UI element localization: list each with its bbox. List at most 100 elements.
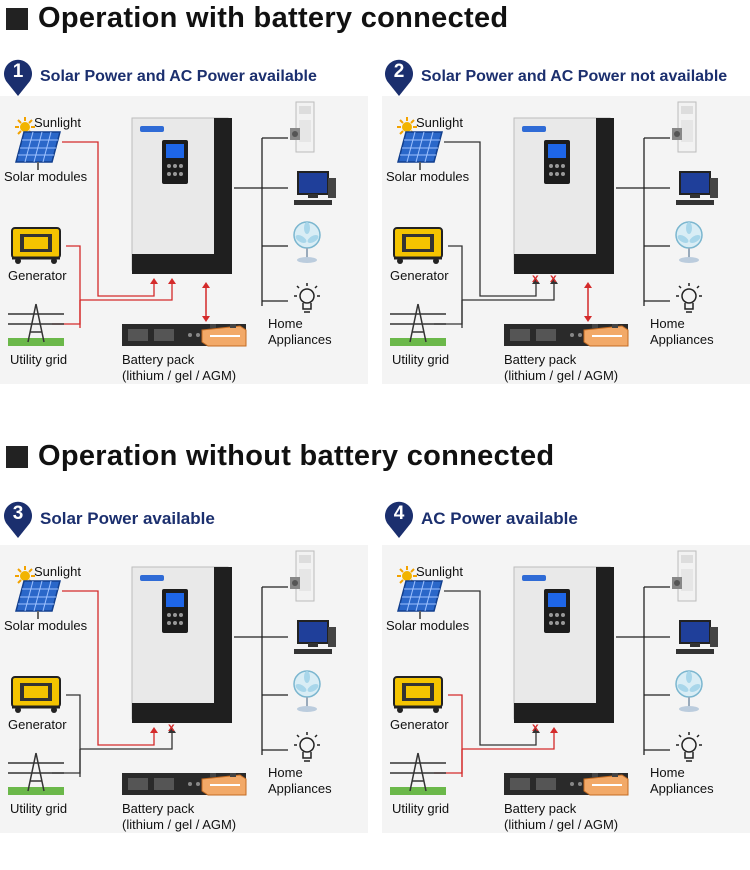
section-title-without-battery: Operation without battery connected (6, 440, 554, 473)
solar-panel-icon (14, 130, 62, 175)
diagram-panel-3: Sunlight Solar modules Generator Utility… (0, 545, 368, 833)
air-conditioner-icon (290, 100, 320, 159)
solar-panel-icon (396, 579, 444, 624)
appliances-label: Appliances (268, 781, 332, 796)
ac-input-wire (80, 282, 173, 301)
cross-mark-icon: x (532, 720, 539, 734)
generator-icon (390, 224, 446, 269)
battery-type-label: (lithium / gel / AGM) (504, 817, 619, 832)
number-badge-icon: 4 (383, 499, 415, 539)
inverter-icon (130, 116, 234, 281)
light-bulb-icon (290, 731, 324, 770)
fan-icon (672, 669, 706, 718)
output-bus-wire (234, 187, 263, 306)
panel-heading-2: 2 Solar Power and AC Power not available (383, 57, 727, 97)
appliances-label: Appliances (650, 332, 714, 347)
ac-input-arrow (168, 278, 176, 284)
generator-wire (66, 694, 81, 777)
battery-icon (200, 773, 248, 802)
fan-icon (290, 220, 324, 269)
generator-icon (390, 673, 446, 718)
output-bus-wire (616, 636, 645, 755)
air-conditioner-icon (672, 549, 702, 608)
cross-mark-icon: x (168, 720, 175, 734)
sunlight-label: Sunlight (416, 564, 463, 579)
battery-arrow-up (584, 282, 592, 288)
battery-arrow-down (584, 316, 592, 322)
computer-icon (290, 619, 336, 660)
solar-input-arrow (150, 727, 158, 733)
generator-label: Generator (8, 268, 67, 283)
home-label: Home (268, 765, 303, 780)
home-label: Home (650, 316, 685, 331)
solar-wire (444, 141, 537, 297)
output-bus-wire (234, 636, 263, 755)
ac-input-arrow (550, 727, 558, 733)
battery-icon (582, 773, 630, 802)
square-bullet-icon (6, 445, 28, 468)
sunlight-label: Sunlight (416, 115, 463, 130)
cross-mark-icon: x (550, 271, 557, 285)
square-bullet-icon (6, 7, 28, 30)
battery-arrow-up (202, 282, 210, 288)
light-bulb-icon (672, 731, 706, 770)
panel-title: Solar Power and AC Power not available (421, 68, 728, 85)
battery-icon (582, 324, 630, 353)
home-label: Home (268, 316, 303, 331)
battery-pack-label: Battery pack (504, 352, 577, 367)
utility-grid-icon (390, 751, 446, 800)
computer-icon (672, 170, 718, 211)
utility-grid-label: Utility grid (392, 352, 450, 367)
generator-wire (448, 245, 463, 328)
ac-input-wire (462, 731, 555, 750)
diagram-panel-2: Sunlight Solar modules Generator Utility… (382, 96, 750, 384)
diagram-panel-1: Sunlight Solar modules Generator Utility… (0, 96, 368, 384)
solar-modules-label: Solar modules (4, 618, 88, 633)
panel-heading-4: 4 AC Power available (383, 499, 578, 539)
utility-grid-label: Utility grid (10, 352, 68, 367)
section-title-text: Operation without battery connected (38, 440, 555, 472)
battery-type-label: (lithium / gel / AGM) (504, 368, 619, 383)
home-label: Home (650, 765, 685, 780)
utility-grid-label: Utility grid (392, 801, 450, 816)
solar-wire (62, 141, 155, 297)
panel-heading-3: 3 Solar Power available (2, 499, 215, 539)
generator-icon (8, 224, 64, 269)
number-badge-icon: 1 (2, 57, 34, 97)
battery-type-label: (lithium / gel / AGM) (122, 817, 237, 832)
solar-input-arrow (532, 278, 540, 284)
inverter-icon (512, 565, 616, 730)
air-conditioner-icon (672, 100, 702, 159)
battery-icon (200, 324, 248, 353)
solar-wire (444, 590, 537, 746)
generator-label: Generator (8, 717, 67, 732)
battery-pack-label: Battery pack (122, 352, 195, 367)
fan-icon (290, 669, 324, 718)
section-title-text: Operation with battery connected (38, 2, 509, 34)
solar-modules-label: Solar modules (386, 169, 470, 184)
battery-pack-label: Battery pack (122, 801, 195, 816)
output-bus-wire (616, 187, 645, 306)
number-badge-icon: 2 (383, 57, 415, 97)
sunlight-label: Sunlight (34, 564, 81, 579)
ac-input-arrow (550, 278, 558, 284)
solar-panel-icon (396, 130, 444, 175)
appliances-label: Appliances (268, 332, 332, 347)
light-bulb-icon (672, 282, 706, 321)
light-bulb-icon (290, 282, 324, 321)
solar-input-arrow (532, 727, 540, 733)
utility-grid-icon (8, 302, 64, 351)
utility-grid-icon (8, 751, 64, 800)
utility-grid-label: Utility grid (10, 801, 68, 816)
badge-number: 1 (12, 61, 24, 82)
solar-panel-icon (14, 579, 62, 624)
cross-mark-icon: x (532, 271, 539, 285)
wiring-diagram (434, 586, 670, 777)
computer-icon (672, 619, 718, 660)
wiring-diagram (434, 137, 670, 328)
sunlight-label: Sunlight (34, 115, 81, 130)
wiring-diagram (52, 137, 288, 328)
solar-wire (62, 590, 155, 746)
ac-input-wire (80, 731, 173, 750)
panel-title: Solar Power available (40, 509, 215, 528)
